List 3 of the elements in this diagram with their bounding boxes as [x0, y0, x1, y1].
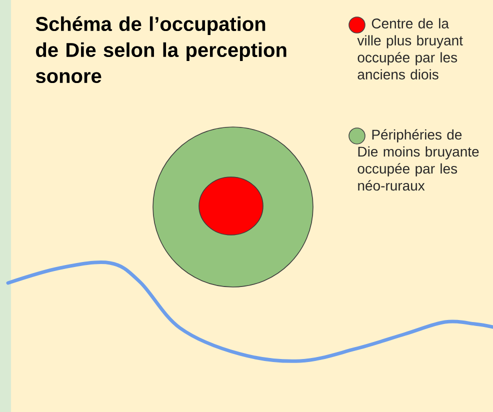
title: Schéma de l’occupation de Die selon la perception sonore	[36, 16, 286, 84]
legend-text: Centre de la ville plus bruyant occupée par les anciens diois	[357, 18, 463, 80]
legend-text: Périphéries de Die moins bruyante occupée par les néo-ruraux	[358, 129, 479, 191]
